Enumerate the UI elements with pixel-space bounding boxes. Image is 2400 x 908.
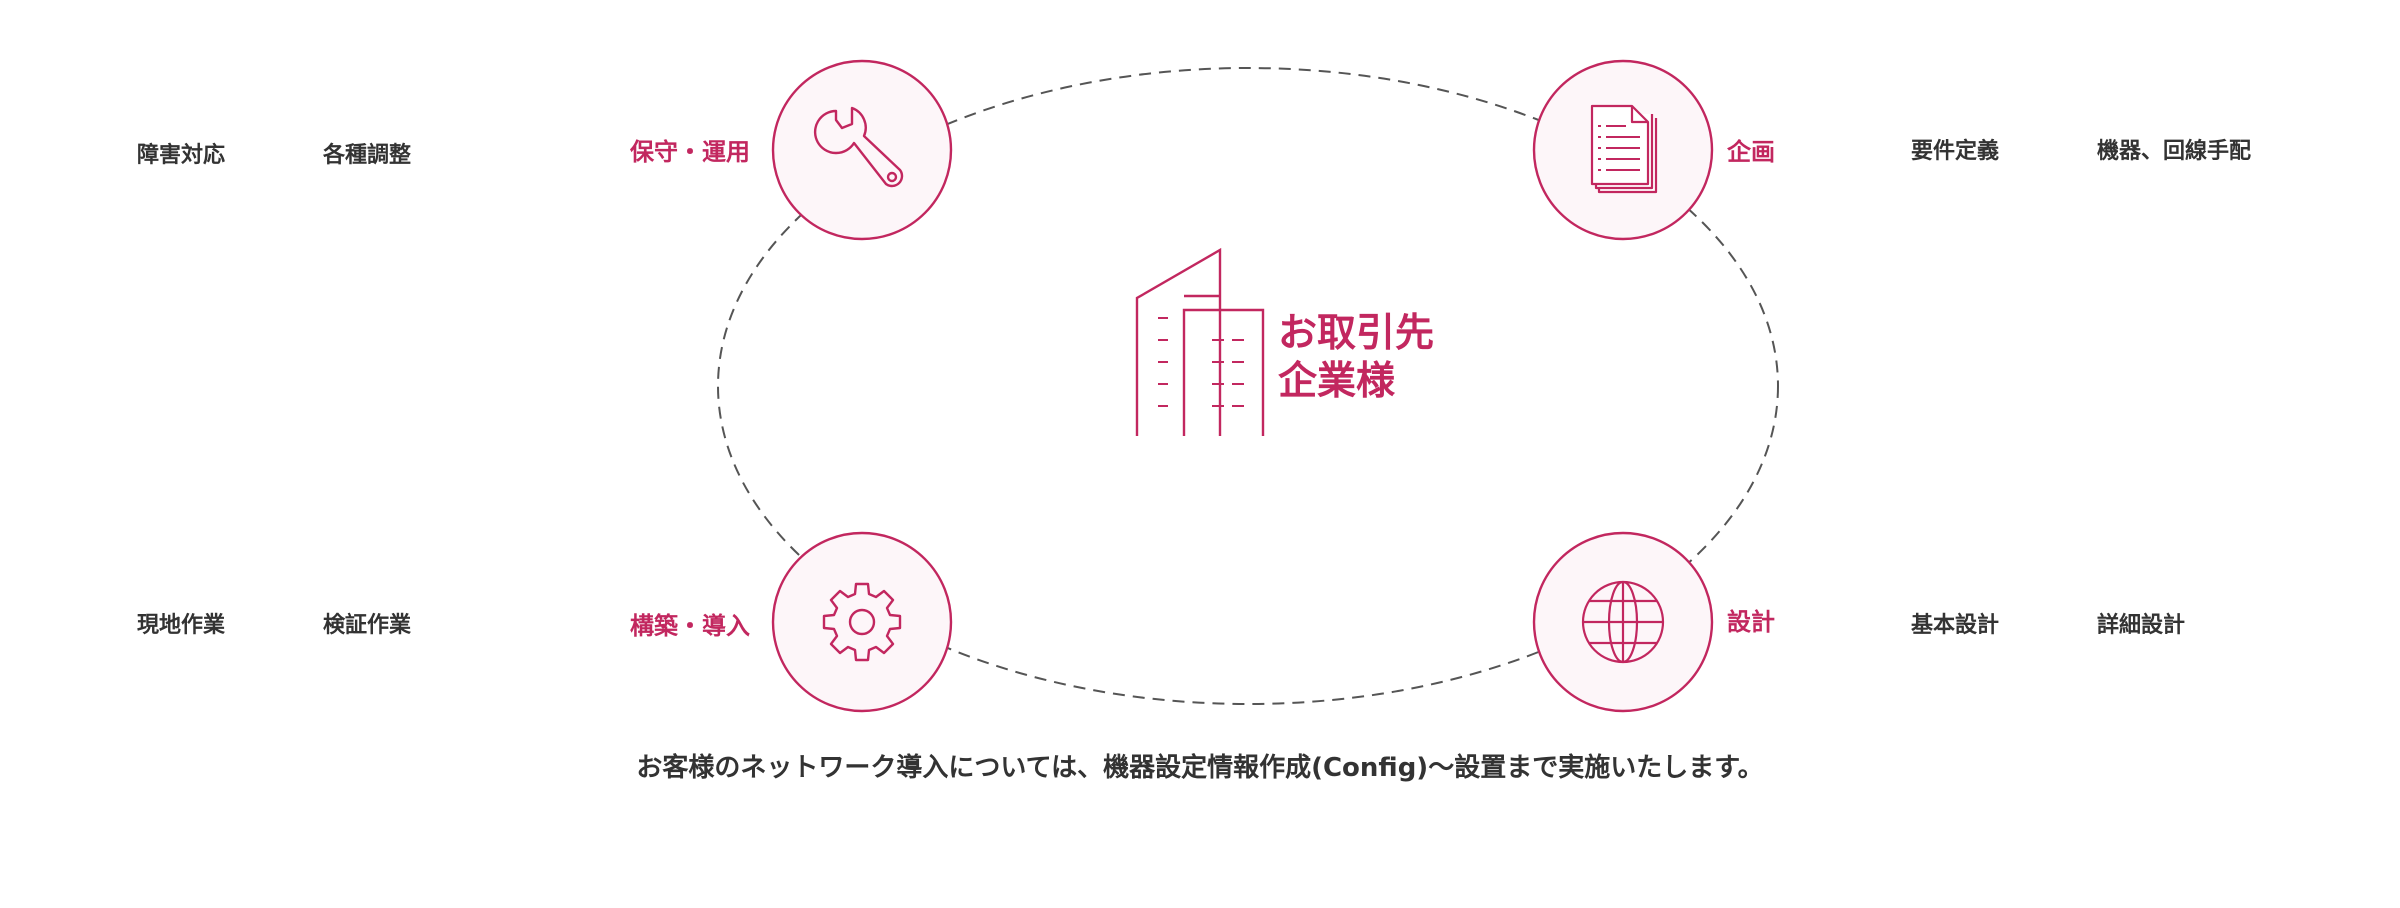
phase-label-maintenance: 保守・運用 — [630, 138, 750, 166]
maintenance-circle — [771, 59, 953, 241]
diagram-caption: お客様のネットワーク導入については、機器設定情報作成(Config)〜設置まで実… — [636, 753, 1764, 783]
task-label-planning-2: 機器、回線手配 — [2097, 139, 2252, 164]
task-label-maintenance-1: 障害対応 — [137, 143, 226, 168]
planning-node — [1532, 59, 1714, 241]
document-icon — [1590, 104, 1658, 194]
center-title-line2: 企業様 — [1278, 359, 1396, 404]
maintenance-node — [771, 59, 953, 241]
center-title-line1: お取引先 — [1278, 311, 1435, 356]
gear-icon — [822, 582, 902, 662]
phase-label-construction: 構築・導入 — [630, 612, 750, 640]
center-title: お取引先 企業様 — [1278, 310, 1434, 406]
phase-label-planning: 企画 — [1727, 138, 1775, 166]
design-node — [1532, 531, 1714, 713]
construction-node — [771, 531, 953, 713]
task-label-maintenance-2: 各種調整 — [323, 143, 412, 168]
task-label-planning-1: 要件定義 — [1911, 139, 2000, 164]
globe-icon — [1581, 580, 1665, 664]
building-icon — [1135, 247, 1265, 436]
construction-circle — [771, 531, 953, 713]
wrench-icon — [813, 106, 904, 188]
cycle-dashed-ring — [717, 67, 1779, 705]
task-label-construction-2: 検証作業 — [323, 613, 412, 638]
task-label-design-2: 詳細設計 — [2097, 613, 2186, 638]
phase-label-design: 設計 — [1727, 608, 1775, 636]
task-label-design-1: 基本設計 — [1911, 613, 2000, 638]
task-label-construction-1: 現地作業 — [137, 613, 226, 638]
